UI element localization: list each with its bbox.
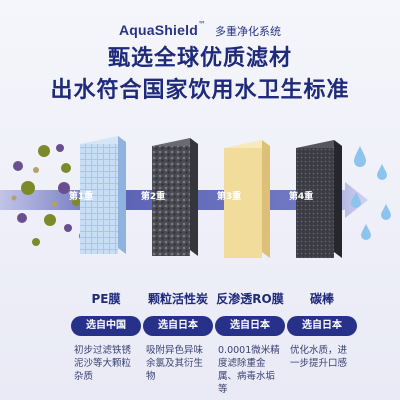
origin-badge: 选自日本 bbox=[215, 316, 285, 336]
material-name: 反渗透RO膜 bbox=[216, 292, 284, 306]
series-name: 多重净化系统 bbox=[215, 25, 282, 38]
stage-label-3: 第3重 bbox=[216, 192, 242, 202]
trademark-mark: ™ bbox=[197, 20, 206, 29]
carbon-rod-icon bbox=[296, 140, 342, 258]
material-description: 优化水质，进一步提升口感 bbox=[290, 345, 348, 369]
material-name: 颗粒活性炭 bbox=[147, 292, 208, 306]
stage-label-4: 第4重 bbox=[288, 192, 314, 202]
pe-membrane-icon bbox=[80, 136, 126, 254]
brand-name: AquaShield bbox=[118, 22, 198, 38]
origin-badge: 选自日本 bbox=[287, 316, 357, 336]
headline-line-2: 出水符合国家饮用水卫生标准 bbox=[50, 78, 350, 103]
material-name: 碳棒 bbox=[309, 292, 334, 306]
contaminants-icon bbox=[11, 144, 91, 246]
water-drops-icon bbox=[351, 146, 391, 240]
brand-header: AquaShield™ 多重净化系统 bbox=[0, 20, 400, 39]
stage-column-1: PE膜 选自中国 初步过滤铁锈泥沙等大颗粒杂质 bbox=[63, 290, 149, 383]
stage-label-1: 第1重 bbox=[68, 192, 94, 202]
origin-badge: 选自日本 bbox=[143, 316, 213, 336]
stage-label-2: 第2重 bbox=[140, 192, 166, 202]
stage-column-3: 反渗透RO膜 选自日本 0.0001微米精度滤除重金属、病毒水垢等 bbox=[207, 290, 293, 396]
ro-membrane-icon bbox=[224, 140, 270, 258]
material-name: PE膜 bbox=[91, 292, 121, 306]
material-description: 吸附异色异味余氯及其衍生物 bbox=[146, 345, 204, 382]
material-description: 0.0001微米精度滤除重金属、病毒水垢等 bbox=[218, 345, 280, 395]
headline-line-1: 甄选全球优质滤材 bbox=[107, 46, 292, 71]
activated-carbon-icon bbox=[152, 138, 198, 256]
stage-column-4: 碳棒 选自日本 优化水质，进一步提升口感 bbox=[279, 290, 365, 370]
material-description: 初步过滤铁锈泥沙等大颗粒杂质 bbox=[74, 345, 132, 382]
origin-badge: 选自中国 bbox=[71, 316, 141, 336]
stage-column-2: 颗粒活性炭 选自日本 吸附异色异味余氯及其衍生物 bbox=[135, 290, 221, 383]
